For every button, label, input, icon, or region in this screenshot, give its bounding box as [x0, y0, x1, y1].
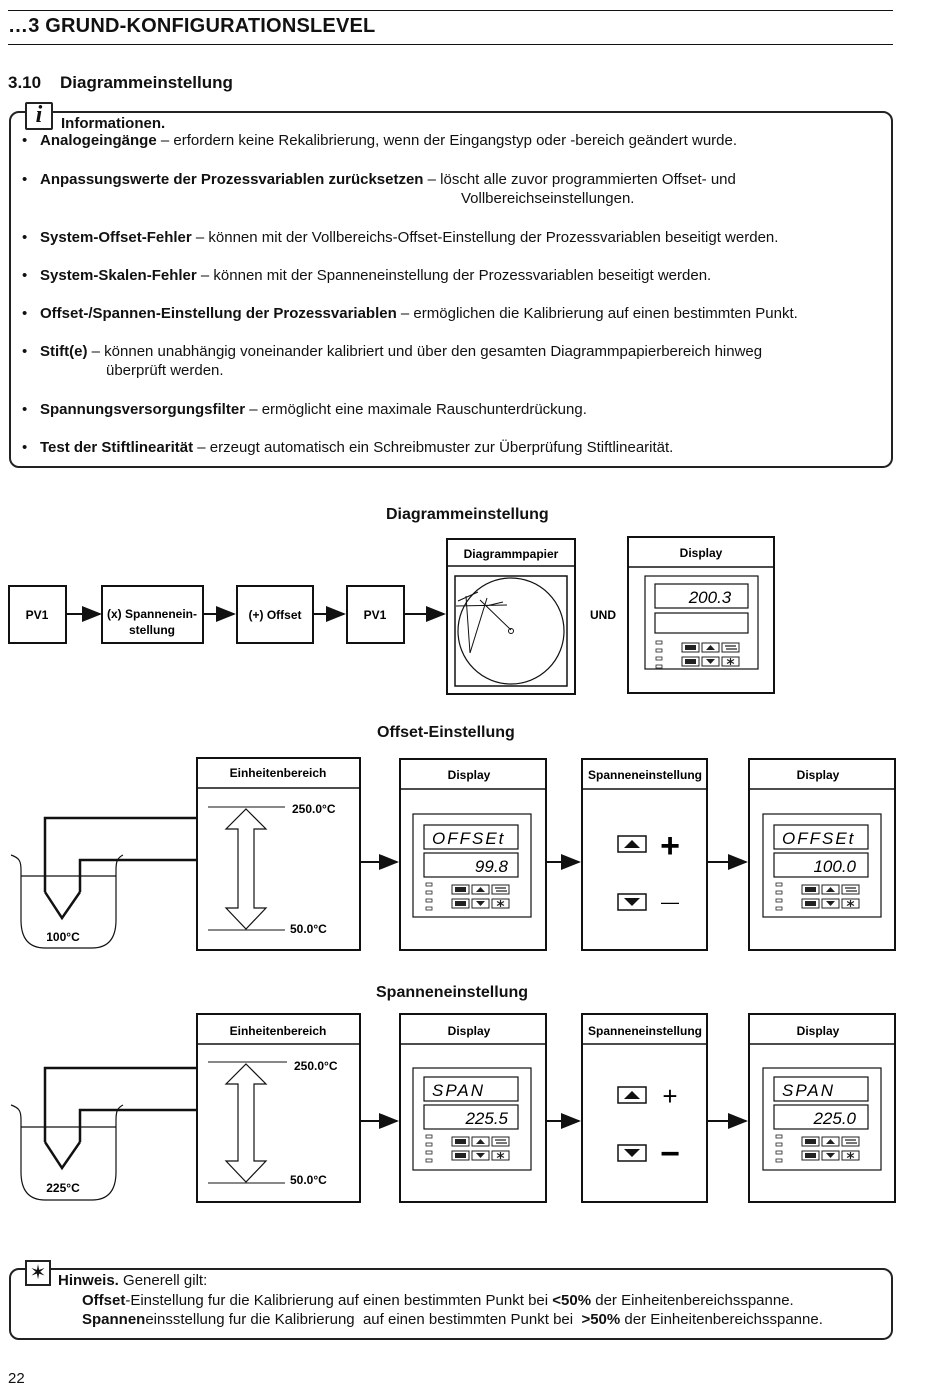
diagram2-title: Offset-Einstellung: [377, 724, 515, 741]
up-key-icon: [617, 1086, 647, 1104]
offset-label: (+) Offset: [248, 608, 301, 622]
display-before-line1: SPAN: [432, 1081, 485, 1100]
diagram1-title: Diagrammeinstellung: [386, 506, 549, 523]
display-before-block: [399, 758, 547, 951]
section-heading: 3.10 Diagrammeinstellung: [8, 73, 233, 93]
up-key-icon: [617, 835, 647, 853]
header-rule-bottom: [8, 44, 893, 45]
display-after-line1: OFFSEt: [782, 829, 855, 848]
display-before-line1: OFFSEt: [432, 829, 505, 848]
display-block: [627, 536, 775, 694]
info-title: Informationen.: [61, 115, 166, 132]
chart-disc-icon: [457, 577, 565, 685]
range-low: 50.0°C: [290, 1173, 327, 1187]
plus-label: +: [662, 1081, 677, 1111]
span-label-2: stellung: [129, 623, 175, 637]
temp-label: 225°C: [46, 1181, 80, 1195]
diagram2: 100°C Einheitenbereich 250.0°C 50.0°C Di…: [10, 757, 896, 951]
chart-paper-block: [446, 538, 576, 695]
display-after-label: Display: [797, 1024, 840, 1038]
section-number: 3.10: [8, 73, 42, 92]
range-high: 250.0°C: [294, 1059, 338, 1073]
down-key-icon: [617, 1144, 647, 1162]
display-after-line1: SPAN: [782, 1081, 835, 1100]
note-box: [9, 1268, 893, 1340]
display-before-label: Display: [448, 1024, 491, 1038]
asterisk-icon: ✶: [25, 1260, 51, 1286]
range-low: 50.0°C: [290, 922, 327, 936]
beaker-icon: [10, 1104, 124, 1201]
pv1-label: PV1: [26, 608, 49, 622]
down-key-icon: [617, 893, 647, 911]
display-before-line2: 99.8: [475, 857, 509, 876]
page-number: 22: [8, 1370, 25, 1387]
display-before-block: [399, 1013, 547, 1203]
temp-label: 100°C: [46, 930, 80, 944]
display-label: Display: [680, 546, 723, 560]
section-title: Diagrammeinstellung: [60, 73, 233, 92]
diagram1: PV1 (x) Spannenein- stellung (+) Offset …: [8, 536, 775, 695]
chapter-title: …3 GRUND-KONFIGURATIONSLEVEL: [8, 15, 376, 37]
info-icon: i: [25, 102, 53, 130]
display-before-line2: 225.5: [464, 1109, 508, 1128]
und-label: UND: [590, 608, 616, 622]
note-line-offset: Offset-Einstellung fur die Kalibrierung …: [82, 1292, 794, 1309]
range-label: Einheitenbereich: [230, 766, 327, 780]
note-heading: Hinweis. Generell gilt:: [58, 1272, 208, 1289]
adjust-block: [581, 758, 708, 951]
note-line-span: Spanneneinsstellung fur die Kalibrierung…: [82, 1311, 823, 1328]
range-block: [196, 1013, 361, 1203]
range-high: 250.0°C: [292, 802, 336, 816]
diagram3-title: Spanneneinstellung: [376, 984, 529, 1001]
plus-label: +: [660, 827, 680, 865]
beaker-icon: [10, 854, 124, 949]
range-label: Einheitenbereich: [230, 1024, 327, 1038]
range-block: [196, 757, 361, 951]
range-arrow-icon: [224, 1063, 268, 1183]
minus-label: −: [660, 1135, 680, 1173]
display-after-label: Display: [797, 768, 840, 782]
header-rule-top: [8, 10, 893, 11]
display-after-line2: 100.0: [813, 857, 856, 876]
range-arrow-icon: [224, 808, 268, 930]
minus-label: —: [661, 892, 679, 912]
diagram3: 225°C Einheitenbereich 250.0°C 50.0°C Di…: [10, 1013, 896, 1203]
display-after-block: [748, 1013, 896, 1203]
chart-paper-label: Diagrammpapier: [464, 547, 559, 561]
info-box: [9, 111, 893, 468]
display-value: 200.3: [688, 588, 732, 607]
span-label-1: (x) Spannenein-: [107, 607, 197, 621]
display-after-block: [748, 758, 896, 951]
display-before-label: Display: [448, 768, 491, 782]
adjust-block: [581, 1013, 708, 1203]
pv1-out-label: PV1: [364, 608, 387, 622]
adjust-label: Spanneneinstellung: [588, 768, 702, 782]
display-after-line2: 225.0: [812, 1109, 856, 1128]
adjust-label: Spanneneinstellung: [588, 1024, 702, 1038]
